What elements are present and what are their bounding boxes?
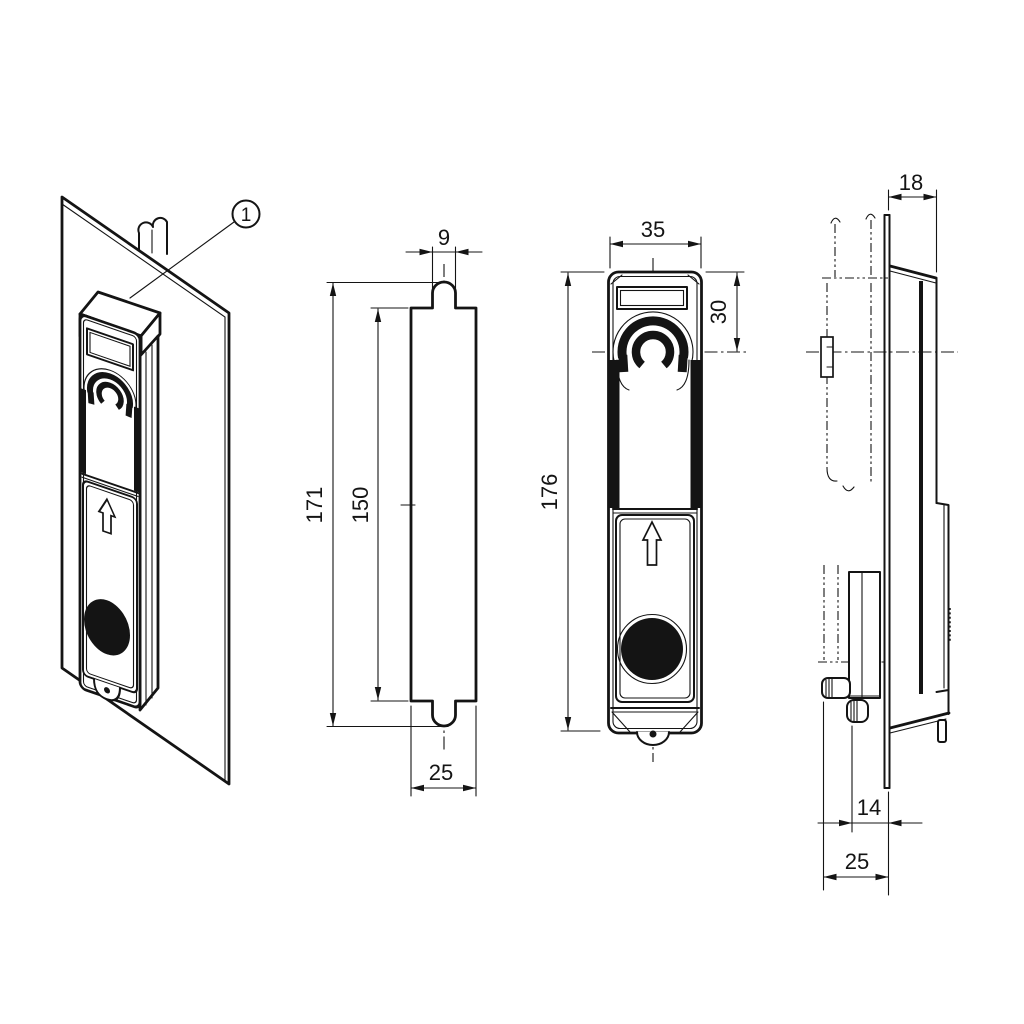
svg-text:18: 18 <box>899 170 923 195</box>
svg-text:25: 25 <box>429 760 453 785</box>
panel-clip <box>820 336 834 378</box>
front-view: 35 30 176 <box>537 217 748 762</box>
dim-side-handle-offset: 14 <box>817 725 923 896</box>
svg-text:171: 171 <box>302 487 327 524</box>
svg-text:30: 30 <box>706 300 731 324</box>
handle-side-profile <box>888 264 951 743</box>
svg-text:14: 14 <box>857 795 881 820</box>
handle-pivot-block <box>935 502 950 693</box>
front-name-plate <box>616 286 688 310</box>
lock-body-front <box>78 314 142 709</box>
front-grip <box>612 311 694 391</box>
name-plate-window <box>86 327 134 372</box>
profile-view: 9 171 150 25 <box>302 225 483 797</box>
dim-profile-body-height: 150 <box>348 307 409 702</box>
front-bottom-details <box>610 707 700 746</box>
panel-plate <box>883 214 891 789</box>
front-bottom-tab <box>636 731 670 746</box>
side-view: 18 14 25 <box>806 170 958 896</box>
dim-profile-overall-height: 171 <box>302 281 449 728</box>
dim-front-head-height: 30 <box>705 271 745 352</box>
cylinder-cover <box>84 599 130 656</box>
dim-side-depth: 18 <box>887 170 938 273</box>
grip-recess <box>83 368 137 418</box>
profile-outline <box>409 280 478 728</box>
svg-text:176: 176 <box>537 474 562 511</box>
svg-text:150: 150 <box>348 487 373 524</box>
latch-cam <box>137 216 168 257</box>
front-cylinder-cover <box>621 618 683 680</box>
lock-case <box>821 571 881 723</box>
sliding-cover <box>82 480 138 702</box>
front-sliding-cover <box>615 514 695 703</box>
svg-text:9: 9 <box>438 225 450 250</box>
callout-label: 1 <box>241 205 252 226</box>
dim-profile-bottom-width: 25 <box>410 705 477 797</box>
callout: 1 <box>129 199 261 299</box>
handle-foot <box>937 719 947 743</box>
svg-text:25: 25 <box>845 849 869 874</box>
callout-circle <box>231 199 261 229</box>
dim-profile-top-width: 9 <box>405 225 483 289</box>
dim-side-total-depth: 25 <box>822 701 890 891</box>
lock-body-side <box>138 334 160 712</box>
isometric-view: 1 <box>60 195 261 786</box>
svg-text:35: 35 <box>641 217 665 242</box>
front-up-arrow-icon <box>641 520 663 566</box>
up-arrow-icon <box>97 497 117 535</box>
dim-front-width: 35 <box>609 217 702 269</box>
dim-front-overall-height: 176 <box>537 271 605 732</box>
